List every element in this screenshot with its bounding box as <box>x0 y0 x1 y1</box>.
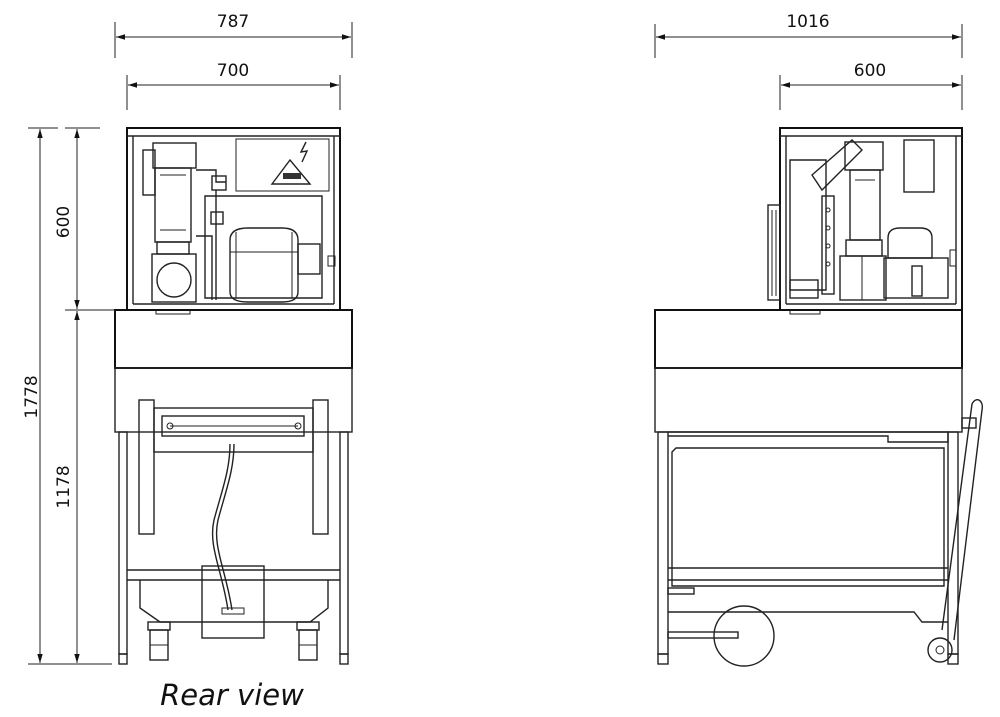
dimension-side-inner-width: 600 <box>779 61 963 110</box>
dimension-label-700: 700 <box>217 61 249 81</box>
dimension-label-600: 600 <box>54 206 74 238</box>
dimension-side-overall-width: 1016 <box>654 12 963 58</box>
dimension-label-1778: 1778 <box>22 375 42 418</box>
dimension-label-1178: 1178 <box>54 465 74 508</box>
dimension-label-787: 787 <box>217 12 249 32</box>
rear-caster-left <box>147 621 171 661</box>
side-wheel-small <box>927 637 953 663</box>
rear-view-caption: Rear view <box>160 678 304 712</box>
dimension-stand-height: 1178 <box>54 311 80 663</box>
dimension-label-side-600: 600 <box>854 61 886 81</box>
dimension-overall-width: 787 <box>114 12 353 58</box>
rear-top-unit <box>126 127 341 315</box>
side-wheel-large <box>713 605 775 667</box>
dimension-total-height: 1778 <box>22 127 112 665</box>
side-top-unit <box>767 127 963 315</box>
rear-stand <box>114 309 353 665</box>
dimension-label-1016: 1016 <box>786 12 829 32</box>
rear-caster-right <box>296 621 320 661</box>
dimension-inner-width: 700 <box>126 61 341 110</box>
side-view: 1016 600 <box>654 12 984 667</box>
rear-view: 787 700 1778 600 1178 <box>22 12 353 712</box>
electrical-warning-icon <box>270 158 312 185</box>
side-stand <box>654 309 984 667</box>
lightning-bolt-icon <box>299 141 309 163</box>
dimension-top-unit-height: 600 <box>54 127 115 311</box>
